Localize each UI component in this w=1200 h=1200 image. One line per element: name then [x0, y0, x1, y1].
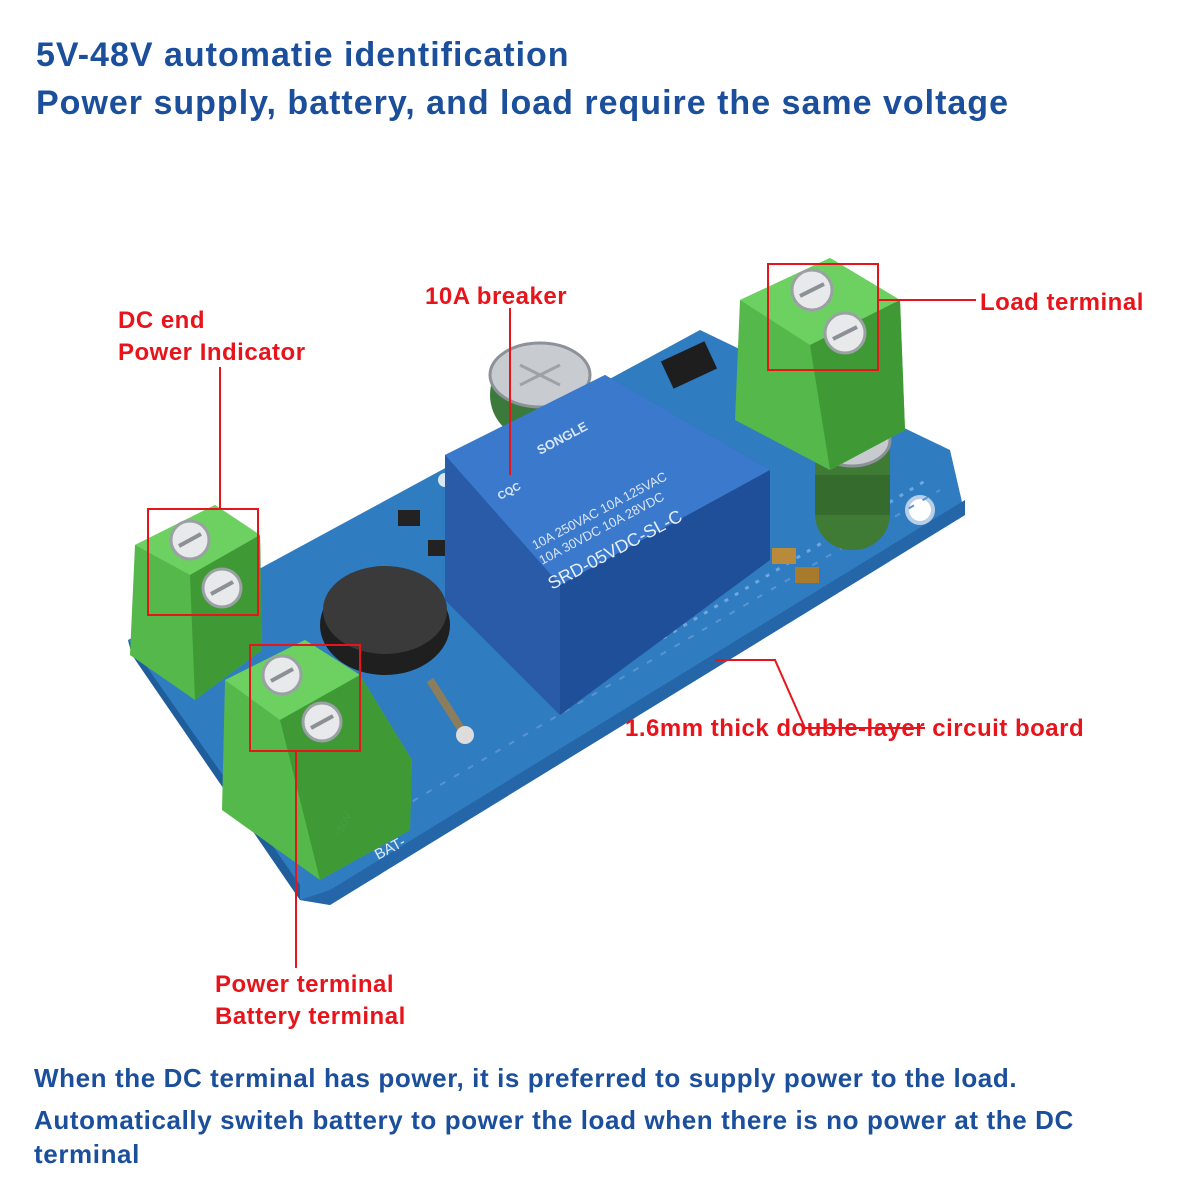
smd-transistor [428, 540, 450, 556]
circuit-board-label: 1.6mm thick double-layer circuit board [625, 715, 1085, 742]
dc-terminal-highlight [147, 508, 259, 616]
smd-resistor-2 [795, 567, 819, 583]
relay: SONGLE 10A 250VAC 10A 125VAC 10A 30VDC 1… [445, 375, 770, 715]
power-terminal-label-line1: Power terminal [215, 971, 395, 998]
dc-end-label-line1: DC end [118, 307, 205, 334]
battery-terminal-block [222, 640, 412, 880]
smd-resistor-1 [772, 548, 796, 564]
breaker-label: 10A breaker [425, 283, 568, 310]
smd-diode [660, 341, 718, 389]
dc-terminal-block [130, 505, 262, 700]
load-terminal-highlight [767, 263, 879, 371]
battery-terminal-highlight [249, 644, 361, 752]
load-terminal-label: Load terminal [980, 289, 1144, 316]
circuit-board-leader [715, 659, 925, 729]
headline-same-voltage-note: Power supply, battery, and load require … [36, 84, 1009, 122]
headline-voltage-range: 5V-48V automatie identification [36, 36, 570, 74]
smd-led [398, 510, 420, 526]
battery-terminal-label-line2: Battery terminal [215, 1003, 406, 1030]
power-battery-terminal-label: Power terminal Battery terminal [215, 969, 406, 1033]
footer-line-2: Automatically switeh battery to power th… [34, 1105, 1074, 1169]
dc-end-label-line2: Power Indicator [118, 339, 306, 366]
dc-end-label: DC end Power Indicator [118, 305, 306, 369]
footer-line-1: When the DC terminal has power, it is pr… [34, 1063, 1018, 1093]
buzzer [320, 566, 474, 744]
load-terminal-block [735, 258, 905, 470]
